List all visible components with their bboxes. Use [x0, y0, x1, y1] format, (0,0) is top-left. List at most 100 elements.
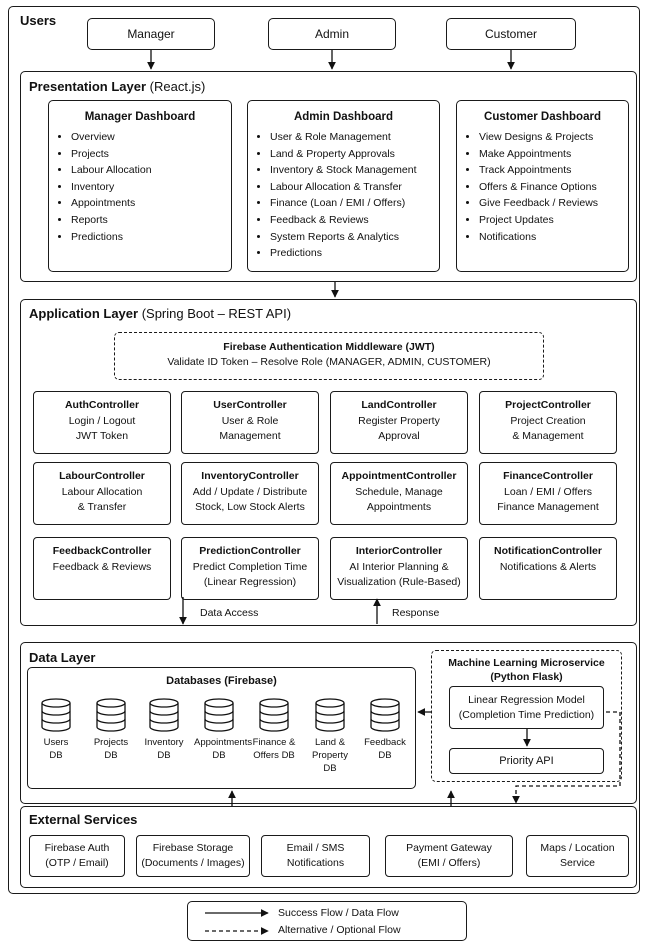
user-manager: Manager — [87, 18, 215, 50]
controller-name: AppointmentController — [341, 470, 457, 482]
dashboard-list-item: Notifications — [479, 229, 628, 246]
users-title: Users — [20, 13, 57, 28]
application-title: Application Layer (Spring Boot – REST AP… — [29, 306, 292, 321]
controller-desc: Predict Completion Time (Linear Regressi… — [192, 561, 308, 588]
database-item: Land & Property DB — [305, 698, 355, 775]
controller-name: AuthController — [64, 399, 140, 411]
database-label: Inventory DB — [144, 737, 184, 761]
dashboard-list-item: Predictions — [270, 245, 439, 262]
database-icon — [86, 698, 136, 732]
middleware-title: Firebase Authentication Middleware (JWT) — [223, 341, 435, 353]
controller-desc: Project Creation & Management — [510, 415, 586, 442]
dashboard-list-item: Labour Allocation & Transfer — [270, 179, 439, 196]
dashboard-list-item: Inventory & Stock Management — [270, 162, 439, 179]
dashboard-list-item: View Designs & Projects — [479, 129, 628, 146]
database-item: Feedback DB — [360, 698, 410, 762]
dashboard-list-item: Project Updates — [479, 212, 628, 229]
controller-name: FinanceController — [503, 470, 593, 482]
controller-name: InventoryController — [201, 470, 299, 482]
service-firebase-auth: Firebase Auth (OTP / Email) — [29, 835, 125, 877]
controller-name: NotificationController — [494, 545, 602, 557]
dashboard-list-item: Predictions — [71, 229, 231, 246]
dashboard-list-item: Reports — [71, 212, 231, 229]
database-item: Finance & Offers DB — [249, 698, 299, 762]
controller-desc: AI Interior Planning & Visualization (Ru… — [337, 561, 461, 588]
dashboard-list-item: Track Appointments — [479, 162, 628, 179]
dashboard-list-item: System Reports & Analytics — [270, 229, 439, 246]
database-label: Feedback DB — [364, 737, 406, 761]
database-icon — [139, 698, 189, 732]
controller-desc: Register Property Approval — [358, 415, 440, 442]
ml-title: Machine Learning Microservice (Python Fl… — [448, 657, 605, 683]
dashboard-list-item: User & Role Management — [270, 129, 439, 146]
admin-dashboard-title: Admin Dashboard — [293, 111, 394, 123]
database-label: Appointments DB — [194, 737, 253, 761]
manager-dashboard: Manager Dashboard OverviewProjectsLabour… — [48, 100, 232, 272]
manager-dashboard-title: Manager Dashboard — [84, 111, 196, 123]
dashboard-list-item: Finance (Loan / EMI / Offers) — [270, 195, 439, 212]
customer-dashboard: Customer Dashboard View Designs & Projec… — [456, 100, 629, 272]
ml-model: Linear Regression Model (Completion Time… — [449, 686, 604, 729]
dashboard-list-item: Appointments — [71, 195, 231, 212]
legend-dashed-label: Alternative / Optional Flow — [278, 924, 401, 936]
controller-name: PredictionController — [199, 545, 301, 557]
dashboard-list-item: Feedback & Reviews — [270, 212, 439, 229]
response-label: Response — [392, 607, 440, 619]
controller-desc: Schedule, Manage Appointments — [355, 486, 443, 513]
service-payment-gateway: Payment Gateway (EMI / Offers) — [385, 835, 513, 877]
controller-name: UserController — [213, 399, 287, 411]
data-layer-title: Data Layer — [29, 650, 96, 665]
database-icon — [194, 698, 244, 732]
dashboard-list-item: Overview — [71, 129, 231, 146]
service-email-sms: Email / SMS Notifications — [261, 835, 370, 877]
database-item: Projects DB — [86, 698, 136, 762]
dashboard-list-item: Inventory — [71, 179, 231, 196]
service-firebase-storage: Firebase Storage (Documents / Images) — [136, 835, 250, 877]
database-item: Inventory DB — [139, 698, 189, 762]
controller-desc: Labour Allocation & Transfer — [61, 486, 143, 513]
priority-api: Priority API — [449, 748, 604, 774]
auth-middleware: Firebase Authentication Middleware (JWT)… — [114, 332, 544, 380]
database-icon — [305, 698, 355, 732]
controller-name: FeedbackController — [52, 545, 152, 557]
presentation-title: Presentation Layer (React.js) — [29, 79, 206, 94]
database-label: Finance & Offers DB — [252, 737, 296, 761]
database-label: Users DB — [43, 737, 69, 761]
database-icon — [249, 698, 299, 732]
dashboard-list-item: Land & Property Approvals — [270, 146, 439, 163]
dashboard-list-item: Projects — [71, 146, 231, 163]
dashboard-list-item: Make Appointments — [479, 146, 628, 163]
legend-solid-label: Success Flow / Data Flow — [278, 907, 399, 919]
controller-desc: Add / Update / Distribute Stock, Low Sto… — [192, 486, 308, 513]
controller-desc: Login / Logout JWT Token — [68, 415, 136, 442]
user-admin: Admin — [268, 18, 396, 50]
dashboard-list-item: Offers & Finance Options — [479, 179, 628, 196]
controller-name: InteriorController — [355, 545, 443, 557]
controller-name: LandController — [361, 399, 437, 411]
legend — [187, 901, 467, 941]
controller-name: LabourController — [59, 470, 145, 482]
controller-desc: Notifications & Alerts — [499, 561, 597, 573]
middleware-desc: Validate ID Token – Resolve Role (MANAGE… — [167, 356, 491, 368]
controller-interior: InteriorController AI Interior Planning &… — [330, 537, 468, 600]
database-item: Appointments DB — [194, 698, 253, 762]
manager-dashboard-list: OverviewProjectsLabour AllocationInvento… — [49, 129, 231, 245]
database-label: Land & Property DB — [312, 737, 348, 774]
user-customer: Customer — [446, 18, 576, 50]
customer-dashboard-title: Customer Dashboard — [484, 111, 601, 123]
data-access-label: Data Access — [200, 607, 259, 619]
controller-desc: User & Role Management — [219, 415, 281, 442]
dashboard-list-item: Labour Allocation — [71, 162, 231, 179]
